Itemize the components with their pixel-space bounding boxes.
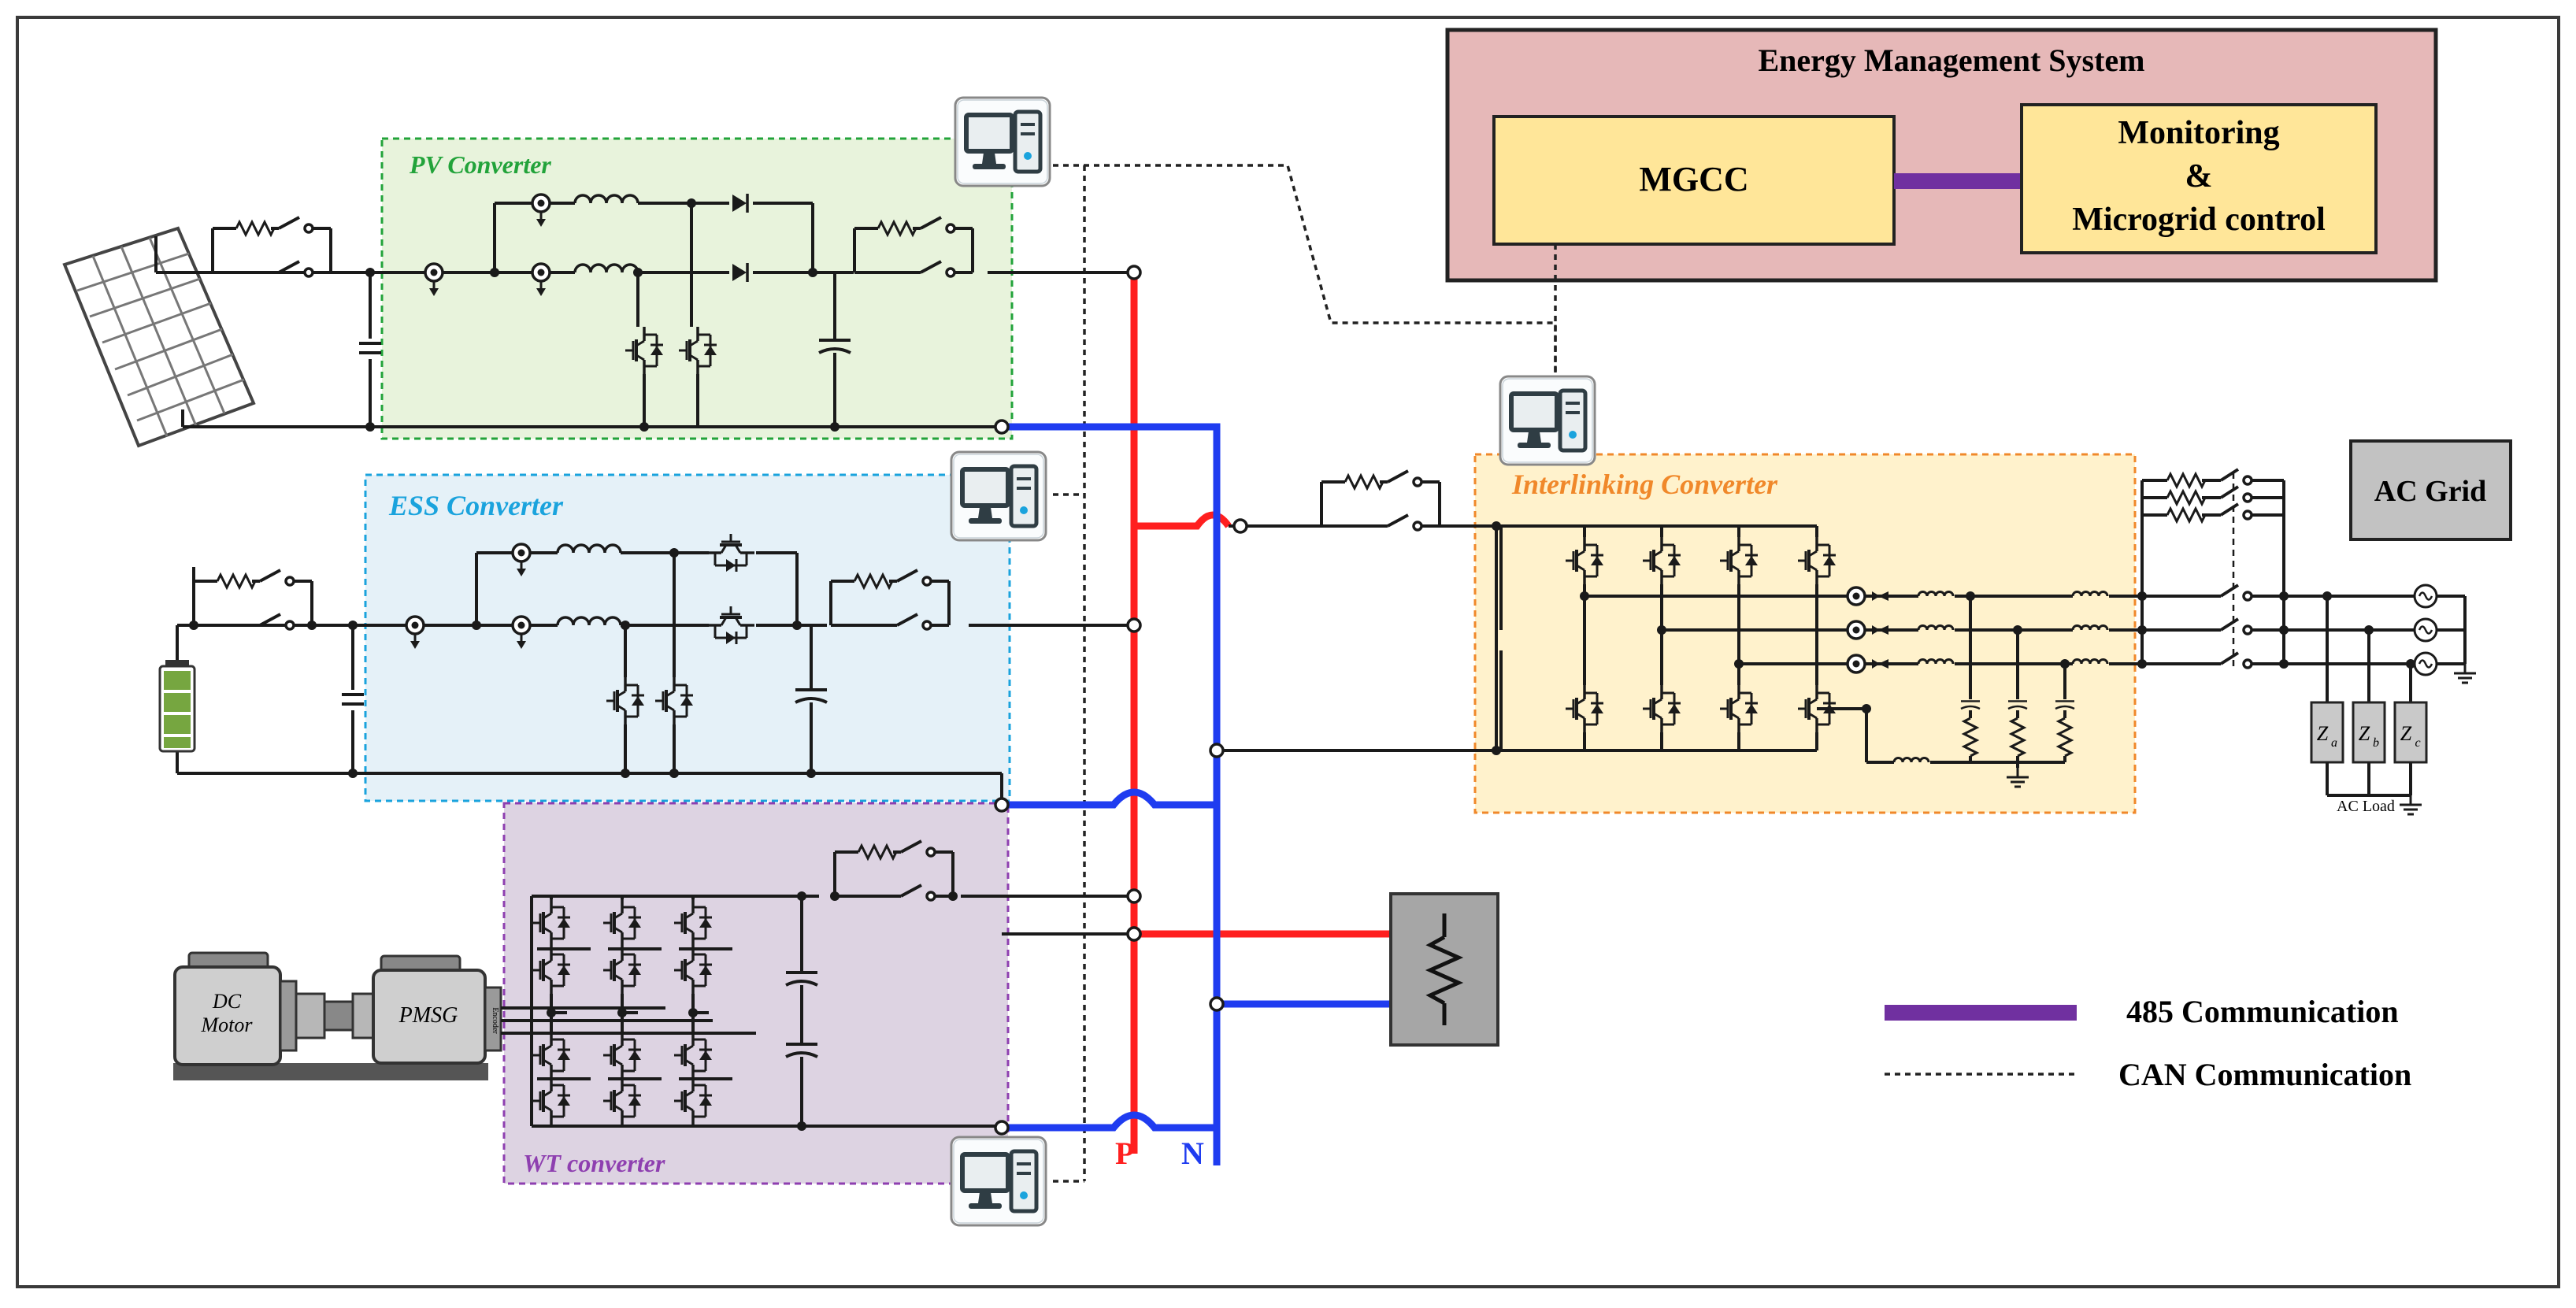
mgcc-label: MGCC [1639,160,1748,198]
encoder-label: Encoder [491,1007,499,1034]
interlinking-converter-region [1473,453,2137,814]
ac-load-impedance-label: Z [2359,722,2370,745]
n-bus-label: N [1181,1136,1204,1171]
ac-load-impedance-box [2393,701,2428,764]
ac-load-impedance-subscript: c [2415,736,2420,750]
dc-motor-label-line1: DC [212,990,242,1013]
dc-motor-pmsg-icon: DC Motor PMSG Encoder [173,951,502,1080]
pv-converter-label: PV Converter [409,150,551,179]
p-bus-label: P [1115,1136,1134,1171]
interlinking-converter-label: Interlinking Converter [1511,469,1778,500]
battery-icon [158,625,196,773]
ess-controller-computer-icon [951,452,1046,540]
monitoring-box [2020,103,2378,254]
wt-converter-label: WT converter [523,1149,665,1177]
ac-load-impedance-subscript: b [2373,736,2379,750]
pv-controller-computer-icon [955,98,1050,186]
dc-motor-label-line2: Motor [201,1013,254,1036]
grid-precharge-resistor-icon [2166,472,2207,488]
grid-precharge-resistor-icon [2166,490,2207,506]
ground-icon [2452,662,2478,684]
ac-source-icon [2413,584,2438,609]
solar-panel-icon [62,226,256,448]
legend: 485 Communication CAN Communication [1885,994,2411,1092]
ac-load-impedance-box [2310,701,2344,764]
legend-485-label: 485 Communication [2126,994,2399,1029]
pv-circuit [62,192,1142,448]
resistor-load-icon [1126,892,1499,1047]
monitoring-label-line1: Monitoring [2118,115,2279,151]
ac-load-impedance-label: Z [2400,722,2412,745]
ac-grid-box [2349,439,2512,541]
ic-controller-computer-icon [1500,376,1595,465]
grid-precharge-resistor-icon [2166,507,2207,523]
wt-controller-computer-icon [951,1137,1046,1225]
ems-title: Energy Management System [1758,43,2144,78]
ground-icon [2398,794,2423,816]
monitoring-label-line3: Microgrid control [2072,202,2326,238]
can-communication-lines [1053,164,1557,1183]
ess-circuit [158,532,1142,813]
ac-grid-label: AC Grid [2374,475,2487,508]
interlinking-circuit [1209,468,2478,788]
legend-can-label: CAN Communication [2118,1057,2411,1092]
dc-bus: P N [1002,274,1391,1171]
ac-load-impedance-label: Z [2317,722,2329,745]
ac-source-icon [2413,617,2438,643]
wt-circuit: DC Motor PMSG Encoder [173,841,1142,1136]
ac-source-icon [2413,651,2438,676]
figure-border [16,16,2560,1288]
ess-converter-region [364,473,1011,802]
ess-converter-label: ESS Converter [388,490,564,521]
monitoring-label-line2: & [2185,158,2213,195]
ac-load-impedance-subscript: a [2331,736,2337,750]
ac-load-label: AC Load [2337,798,2395,815]
pmsg-label: PMSG [398,1003,458,1028]
